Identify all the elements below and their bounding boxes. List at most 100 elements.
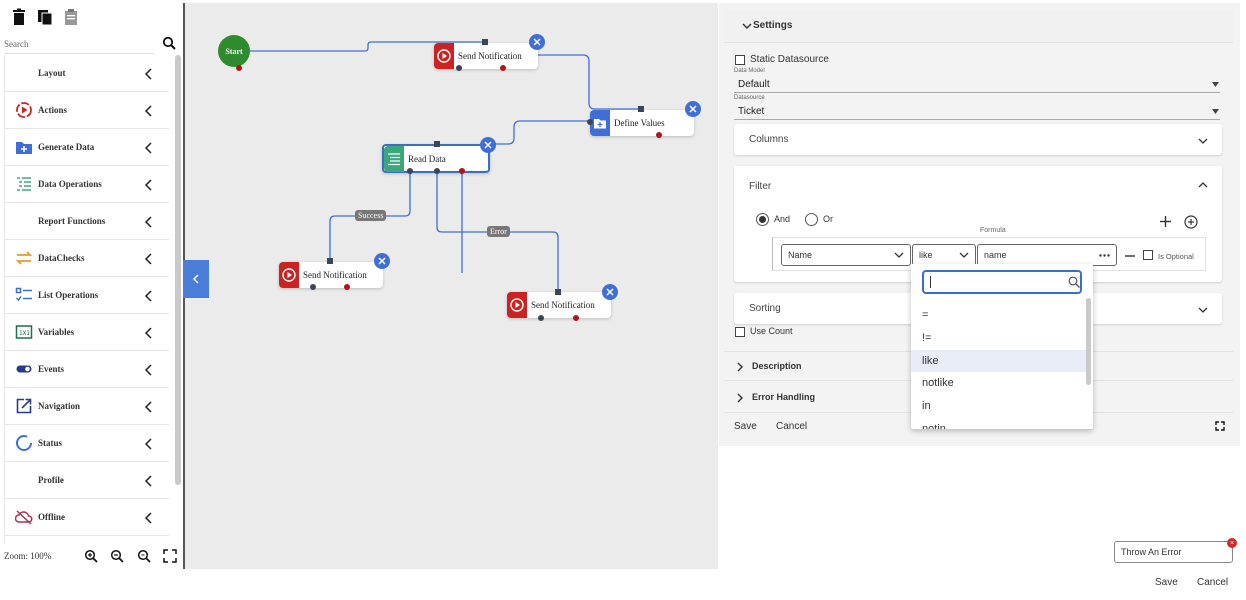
sidebar-item-datachecks[interactable]: DataChecks [5, 240, 169, 277]
paste-icon[interactable] [62, 8, 80, 26]
toggle-icon [16, 365, 32, 373]
chevron-down-icon [894, 252, 904, 258]
sidebar-item-navigation[interactable]: Navigation [5, 388, 169, 425]
send-notification-node[interactable]: Send Notification [507, 292, 611, 318]
sidebar-item-label: Events [38, 364, 65, 374]
plus-icon[interactable] [1160, 216, 1171, 227]
node-error-port[interactable] [344, 284, 350, 290]
sidebar-item-variables[interactable]: 1X1 Variables [5, 314, 169, 351]
sidebar-item-generate-data[interactable]: Generate Data [5, 129, 169, 166]
and-radio[interactable] [756, 213, 769, 226]
dropdown-scrollbar[interactable] [1086, 298, 1091, 385]
node-output-port[interactable] [538, 315, 544, 321]
close-icon[interactable] [480, 137, 496, 153]
is-optional-checkbox[interactable] [1143, 250, 1153, 260]
cancel-button[interactable]: Cancel [1197, 577, 1229, 588]
operator-search-input[interactable] [922, 270, 1082, 294]
dropdown-option[interactable]: in [922, 400, 931, 412]
play-circle-icon [279, 262, 299, 288]
sidebar-item-actions[interactable]: Actions [5, 92, 169, 129]
sidebar-scrollbar[interactable] [175, 55, 181, 485]
copy-icon[interactable] [36, 8, 54, 26]
node-output-port[interactable] [407, 168, 413, 174]
dropdown-option[interactable]: notlike [922, 377, 954, 389]
node-error-port[interactable] [656, 132, 662, 138]
sidebar-item-data-operations[interactable]: Data Operations [5, 166, 169, 203]
zoom-in-icon[interactable] [84, 549, 98, 563]
sidebar-item-label: Status [38, 438, 63, 448]
node-output-port[interactable] [310, 284, 316, 290]
sidebar-item-list-operations[interactable]: List Operations [5, 277, 169, 314]
zoom-reset-icon[interactable] [137, 549, 151, 563]
node-output-port[interactable] [434, 168, 440, 174]
node-error-port[interactable] [459, 168, 465, 174]
search-icon[interactable] [162, 36, 176, 50]
columns-title: Columns [749, 134, 789, 145]
datasource-value: Ticket [738, 106, 765, 117]
node-label: Define Values [614, 118, 665, 128]
dropdown-option-selected[interactable]: like [911, 350, 1086, 372]
chevron-down-icon [1198, 138, 1208, 144]
use-count-checkbox[interactable] [735, 327, 745, 337]
sidebar-item-report-functions[interactable]: Report Functions [5, 203, 169, 240]
datasource-select[interactable]: Ticket [734, 102, 1220, 120]
send-notification-node[interactable]: Send Notification [434, 43, 538, 69]
data-model-select[interactable]: Default [734, 75, 1220, 93]
filter-operator-select[interactable]: like [912, 244, 976, 266]
start-node[interactable]: Start [218, 35, 250, 67]
sidebar-item-offline[interactable]: Offline [5, 499, 169, 536]
sidebar-item-layout[interactable]: Layout [5, 55, 169, 92]
plus-circle-icon[interactable] [1184, 215, 1198, 229]
more-dots-icon[interactable] [1099, 254, 1110, 257]
or-radio[interactable] [805, 213, 818, 226]
static-datasource-checkbox[interactable] [735, 55, 745, 65]
chevron-down-icon [742, 23, 752, 30]
is-optional-label: Is Optional [1158, 252, 1194, 261]
chevron-up-icon[interactable] [1198, 180, 1208, 190]
node-input-port[interactable] [638, 106, 644, 112]
close-icon[interactable] [374, 253, 390, 269]
search-input[interactable] [4, 34, 154, 54]
node-error-port[interactable] [573, 315, 579, 321]
sidebar-item-profile[interactable]: Profile [5, 462, 169, 499]
settings-save-button[interactable]: Save [734, 421, 757, 432]
node-output-port[interactable] [587, 119, 593, 125]
close-icon[interactable]: × [1227, 538, 1237, 548]
collapse-sidebar-button[interactable] [183, 260, 209, 298]
node-input-port[interactable] [327, 258, 333, 264]
sidebar-item-status[interactable]: Status [5, 425, 169, 462]
node-input-port[interactable] [555, 289, 561, 295]
flow-canvas[interactable]: Start Send Notification Define Values Re… [183, 3, 718, 569]
close-icon[interactable] [529, 34, 545, 50]
filter-field-select[interactable]: Name [781, 244, 911, 266]
dropdown-option[interactable]: notin [922, 423, 946, 429]
external-link-icon [16, 398, 32, 414]
start-output-port[interactable] [236, 65, 242, 71]
close-icon[interactable] [685, 101, 701, 117]
chevron-left-icon [144, 327, 152, 339]
filter-value-input[interactable]: name [977, 244, 1117, 266]
fit-screen-icon[interactable] [163, 549, 177, 563]
throw-error-input[interactable]: Throw An Error [1114, 541, 1233, 563]
settings-cancel-button[interactable]: Cancel [776, 421, 808, 432]
dropdown-option[interactable]: = [922, 309, 929, 321]
toolbar [10, 8, 80, 26]
minus-icon[interactable] [1125, 255, 1135, 257]
trash-icon[interactable] [10, 8, 28, 26]
node-output-port[interactable] [456, 65, 462, 71]
sidebar-item-events[interactable]: Events [5, 351, 169, 388]
settings-header[interactable]: Settings [724, 9, 1233, 43]
node-input-port[interactable] [482, 39, 488, 45]
zoom-out-icon[interactable] [110, 549, 124, 563]
fullscreen-icon[interactable] [1215, 421, 1225, 431]
close-icon[interactable] [602, 284, 618, 300]
operator-dropdown: = != like notlike in notin [911, 264, 1093, 429]
node-input-port[interactable] [434, 141, 440, 147]
folder-plus-icon [16, 142, 32, 154]
send-notification-node[interactable]: Send Notification [279, 262, 383, 288]
define-values-node[interactable]: Define Values [590, 110, 694, 136]
node-error-port[interactable] [500, 65, 506, 71]
dropdown-option[interactable]: != [922, 332, 932, 344]
columns-section[interactable]: Columns [734, 124, 1222, 155]
save-button[interactable]: Save [1155, 577, 1178, 588]
